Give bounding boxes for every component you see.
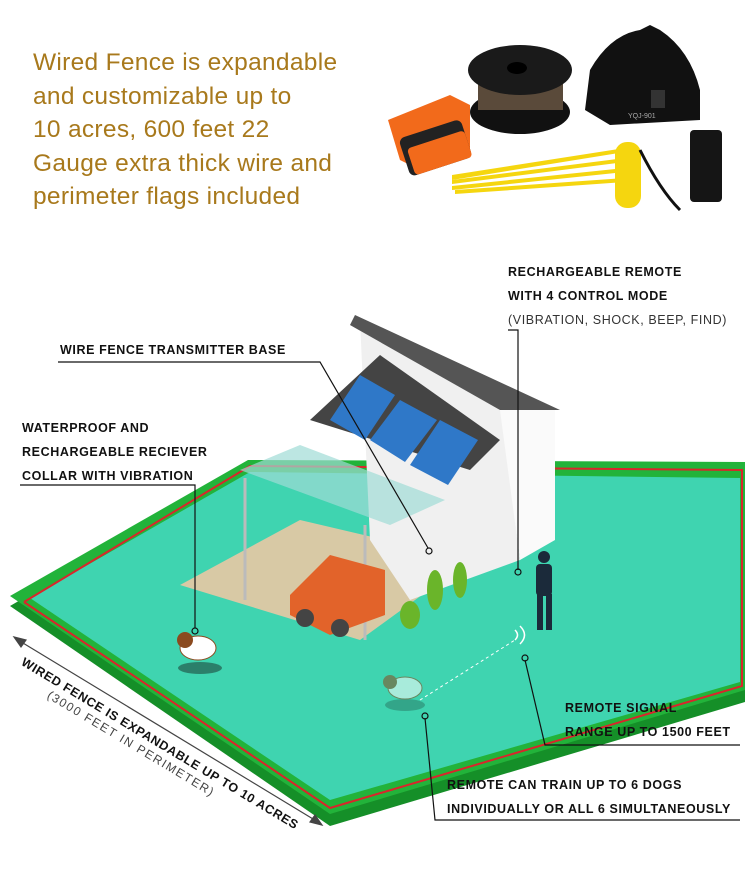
callout-transmitter: WIRE FENCE TRANSMITTER BASE — [60, 338, 286, 362]
dimension-arrow — [12, 636, 324, 826]
callout-text: REMOTE CAN TRAIN UP TO 6 DOGS — [447, 778, 683, 792]
headline-line: and customizable up to — [33, 82, 292, 110]
boundary-wire — [23, 464, 743, 810]
callout-text: WITH 4 CONTROL MODE — [508, 289, 668, 303]
dog-2 — [383, 675, 425, 711]
solar-panels — [330, 375, 478, 485]
flags-image — [452, 142, 641, 208]
callout-text: RECHARGEABLE RECIEVER — [22, 445, 208, 459]
car — [290, 555, 385, 637]
callout-signal: REMOTE SIGNAL RANGE UP TO 1500 FEET — [565, 696, 731, 744]
headline-line: Wired Fence is expandable — [33, 49, 338, 76]
dog-1 — [177, 632, 222, 674]
trees — [400, 562, 467, 629]
adapter-image — [638, 130, 722, 212]
signal-icon — [514, 625, 526, 645]
house — [240, 315, 560, 640]
callout-remote: RECHARGEABLE REMOTE WITH 4 CONTROL MODE … — [508, 260, 727, 332]
headline-line: perimeter flags included — [33, 183, 301, 210]
callout-text: REMOTE SIGNAL — [565, 701, 677, 715]
wire-spool-image — [468, 45, 572, 134]
product-photo: YQJ-901 — [388, 25, 722, 212]
collar-image — [388, 95, 472, 176]
callout-text: RANGE UP TO 1500 FEET — [565, 725, 731, 739]
headline: Wired Fence is expandable and customizab… — [33, 46, 393, 214]
headline-line: Gauge extra thick wire and — [33, 149, 333, 177]
callout-lines — [20, 329, 740, 821]
person-figure — [536, 551, 552, 630]
signal-range-line — [419, 639, 516, 701]
callout-dogs: REMOTE CAN TRAIN UP TO 6 DOGS INDIVIDUAL… — [447, 773, 731, 821]
transmitter-image: YQJ-901 — [585, 25, 700, 125]
callout-text: WIRE FENCE TRANSMITTER BASE — [60, 343, 286, 357]
lawn — [10, 460, 745, 826]
callout-text: WATERPROOF AND — [22, 421, 150, 435]
callout-text: COLLAR WITH VIBRATION — [22, 469, 194, 483]
headline-line: 10 acres, 600 feet 22 — [33, 116, 270, 143]
callout-collar: WATERPROOF AND RECHARGEABLE RECIEVER COL… — [22, 416, 208, 488]
callout-text: RECHARGEABLE REMOTE — [508, 265, 682, 279]
callout-subtext: (VIBRATION, SHOCK, BEEP, FIND) — [508, 313, 727, 327]
model-text: YQJ-901 — [628, 113, 656, 120]
callout-text: INDIVIDUALLY OR ALL 6 SIMULTANEOUSLY — [447, 802, 731, 816]
